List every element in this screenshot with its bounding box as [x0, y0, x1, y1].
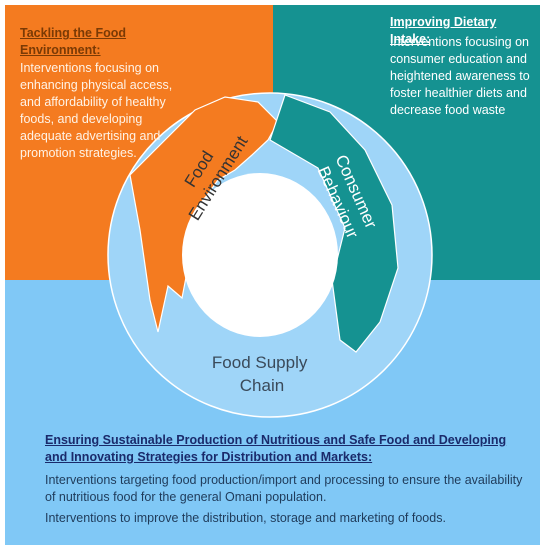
food-supply-heading: Ensuring Sustainable Production of Nutri…: [45, 433, 507, 464]
food-environment-description: Interventions focusing on enhancing phys…: [20, 61, 173, 160]
dietary-intake-heading: Improving Dietary Intake:: [390, 15, 497, 46]
dietary-intake-description: Interventions focusing on consumer educa…: [390, 35, 530, 117]
food-supply-chain-label: Food Supply Chain: [212, 353, 312, 395]
consumer-behaviour-segment: [269, 94, 399, 353]
cycle-center: [182, 173, 338, 337]
food-environment-heading: Tackling the Food Environment:: [20, 26, 127, 57]
food-environment-segment: [129, 96, 279, 333]
food-supply-description-1: Interventions targeting food production/…: [45, 473, 523, 504]
food-supply-description-2: Interventions to improve the distributio…: [45, 511, 446, 525]
